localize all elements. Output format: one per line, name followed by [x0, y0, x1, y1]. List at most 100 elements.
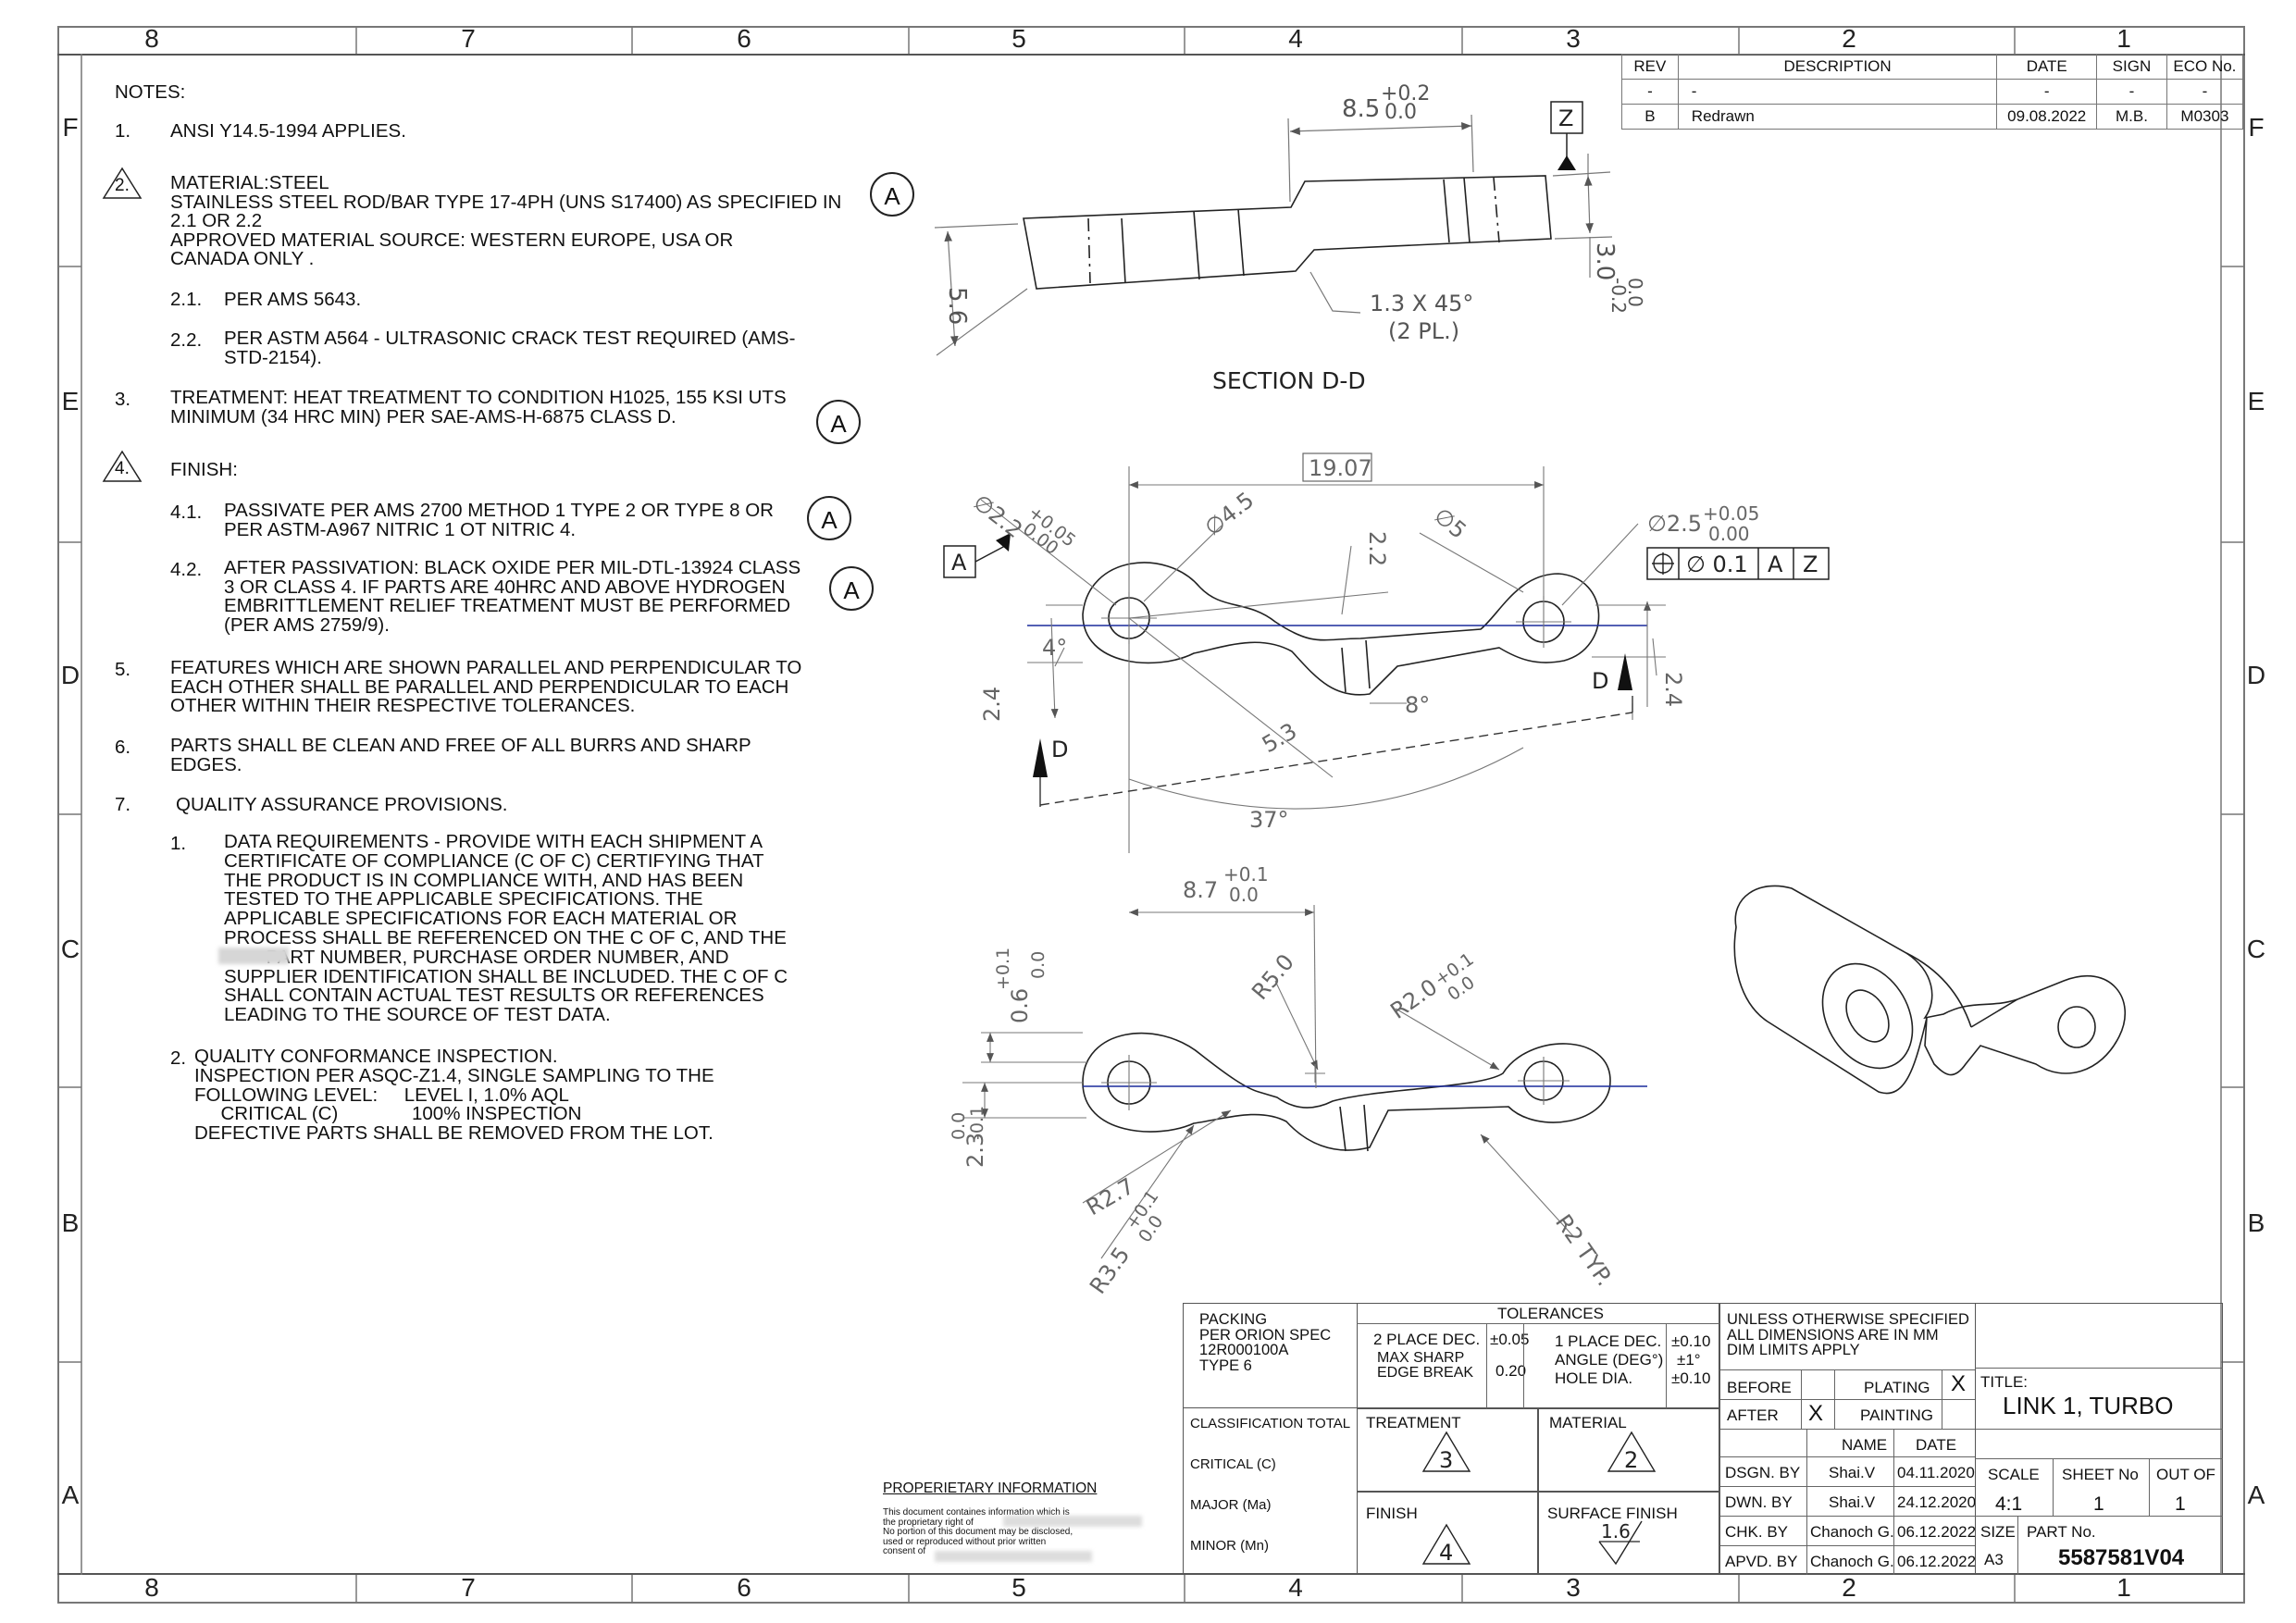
dim-chamfer: 1.3 X 45° — [1370, 291, 1473, 316]
one-place-label: 1 PLACE DEC. — [1555, 1332, 1662, 1350]
dim-r-3-5: R3.5 — [1085, 1242, 1135, 1298]
eco-col-header: ECO No. — [2166, 54, 2244, 80]
surface-finish-symbol-icon: 1.6 — [1598, 1520, 1643, 1566]
revision-table: REV DESCRIPTION DATE SIGN ECO No. - - - … — [1621, 54, 2244, 130]
divider — [1719, 1456, 1975, 1457]
note-number: 6. — [115, 737, 131, 758]
dim-dia-2-5-lo: 0.00 — [1708, 523, 1750, 545]
divider — [1893, 1429, 1894, 1575]
dim-3-0-tol-lo: -0.2 — [1607, 278, 1630, 314]
zone-col-1-bottom: 1 — [2116, 1573, 2131, 1602]
proprietary-text: This document containes information whic… — [883, 1507, 1073, 1557]
redacted-text — [1003, 1516, 1142, 1527]
dwn-label: DWN. BY — [1725, 1493, 1793, 1511]
apvd-date: 06.12.2022 — [1897, 1553, 1977, 1570]
note-number: 3. — [115, 389, 131, 410]
surface-finish-cell — [1538, 1492, 1719, 1575]
redacted-text — [218, 948, 289, 964]
one-place-value: ±0.10 — [1671, 1332, 1711, 1350]
unless-text: UNLESS OTHERWISE SPECIFIED ALL DIMENSION… — [1727, 1311, 1969, 1358]
note-text: FEATURES WHICH ARE SHOWN PARALLEL AND PE… — [170, 657, 802, 716]
dim-angle-4: 4° — [1042, 635, 1067, 661]
revision-marker: A — [807, 496, 851, 540]
section-label: SECTION D-D — [1212, 367, 1366, 394]
zone-col-2-top: 2 — [1842, 24, 1856, 53]
sheet-label: SHEET No — [2062, 1466, 2139, 1483]
note-number: 1. — [170, 833, 187, 854]
chk-name: Chanoch G. — [1810, 1523, 1894, 1541]
zone-row-b-right: B — [2247, 1208, 2265, 1237]
feature-control-frame: ∅ 0.1 A Z — [1646, 547, 1830, 580]
zone-row-e-left: E — [61, 387, 80, 415]
note-text: QUALITY CONFORMANCE INSPECTION. INSPECTI… — [194, 1046, 714, 1145]
note-text: ANSI Y14.5-1994 APPLIES. — [170, 120, 406, 142]
painting-label: PAINTING — [1860, 1406, 1934, 1424]
datum-a-feature: A — [943, 533, 1011, 578]
note-text: FINISH: — [170, 459, 238, 480]
divider — [1486, 1323, 1487, 1408]
divider — [1975, 1368, 2223, 1369]
zone-row-a-right: A — [2247, 1481, 2265, 1509]
fcf-tolerance: ∅ 0.1 — [1686, 551, 1748, 577]
zone-col-6-top: 6 — [737, 24, 751, 53]
note-text: MATERIAL:STEEL STAINLESS STEEL ROD/BAR T… — [170, 172, 842, 269]
dim-dia-2-2: ∅2.2 — [968, 489, 1027, 543]
divider — [1975, 1458, 2223, 1459]
dim-8-5-tol-up: +0.2 — [1381, 82, 1430, 105]
divider — [1523, 1323, 1524, 1408]
dim-8-7: 8.7 — [1183, 877, 1218, 903]
dim-dia-4-5: ∅4.5 — [1199, 487, 1259, 540]
proprietary-line: This document containes information whic… — [883, 1507, 1070, 1518]
material-cell — [1538, 1408, 1719, 1492]
section-d-d-view — [1023, 175, 1552, 290]
dim-3-0-tol-up: 0.0 — [1624, 278, 1646, 307]
section-arrow-d-left: D — [1033, 737, 1068, 777]
dim-0-6: 0.6 — [1007, 988, 1033, 1023]
proprietary-line: used or reproduced without prior written — [883, 1536, 1047, 1547]
front-view — [1082, 1032, 1611, 1152]
datum-z-feature: Z — [1550, 101, 1583, 170]
scale-value: 4:1 — [1995, 1493, 2023, 1515]
dwn-date: 24.12.2020 — [1897, 1493, 1977, 1511]
note-flag-triangle-icon — [102, 450, 143, 482]
divider — [1719, 1429, 2223, 1430]
treatment-flag-icon: 3 — [1421, 1431, 1471, 1473]
note-number: 4.2. — [170, 559, 203, 580]
dim-8-7-up: +0.1 — [1223, 863, 1269, 886]
outof-label: OUT OF — [2156, 1466, 2215, 1483]
dim-angle-8: 8° — [1405, 692, 1430, 718]
finish-cell — [1357, 1492, 1538, 1575]
zone-row-e-right: E — [2247, 387, 2265, 415]
zone-col-8-top: 8 — [144, 24, 159, 53]
fcf-datum-a: A — [1768, 551, 1783, 577]
redacted-text — [935, 1551, 1092, 1562]
divider — [1975, 1303, 1976, 1575]
dim-0-6-up: +0.1 — [993, 948, 1013, 990]
description-cell: Redrawn — [1677, 104, 1998, 130]
dim-r-2-0: R2.0 — [1385, 974, 1442, 1024]
zone-row-c-left: C — [60, 935, 81, 963]
dim-3-0: 3.0 — [1591, 242, 1619, 280]
divider — [1719, 1516, 2223, 1517]
zone-row-f-left: F — [62, 113, 79, 142]
note-text: DATA REQUIREMENTS - PROVIDE WITH EACH SH… — [224, 831, 788, 1026]
note-text: PARTS SHALL BE CLEAN AND FREE OF ALL BUR… — [170, 735, 751, 775]
surface-finish-value: 1.6 — [1601, 1520, 1631, 1542]
dim-angle-37: 37° — [1249, 807, 1289, 833]
zone-col-3-top: 3 — [1566, 24, 1581, 53]
dsgn-name: Shai.V — [1829, 1464, 1876, 1481]
divider — [1975, 1516, 2223, 1517]
note-number: 2. — [170, 1047, 187, 1069]
size-value: A3 — [1984, 1551, 2004, 1568]
classification-label: CLASSIFICATION TOTAL — [1190, 1416, 1351, 1431]
section-arrow-d-right: D — [1592, 653, 1632, 694]
plating-check-mark: X — [1951, 1371, 1967, 1396]
section-d-label: D — [1051, 737, 1068, 762]
dsgn-date: 04.11.2020 — [1897, 1464, 1975, 1481]
note-number: 7. — [115, 794, 131, 815]
note-text: PER AMS 5643. — [224, 289, 362, 310]
revision-marker: A — [870, 172, 914, 217]
section-d-label: D — [1592, 668, 1608, 694]
dim-2-4: 2.4 — [979, 687, 1005, 722]
drawing-title: LINK 1, TURBO — [2003, 1392, 2174, 1419]
